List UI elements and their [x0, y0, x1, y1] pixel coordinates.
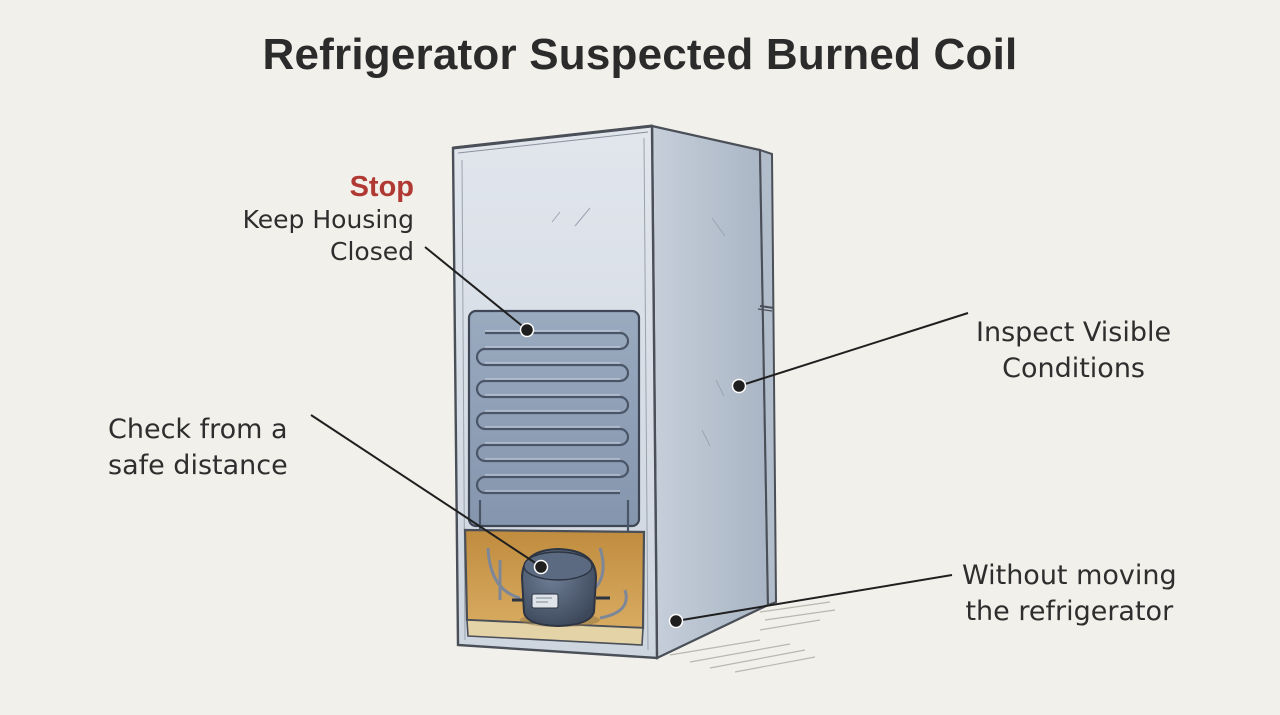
without-line-1: Without moving — [962, 560, 1177, 591]
callout-stop: Stop Keep Housing Closed — [243, 170, 414, 268]
leader-dots — [519, 322, 747, 629]
callout-inspect-conditions: Inspect Visible Conditions — [976, 315, 1171, 387]
leader-lines — [310, 246, 969, 622]
leader-dot-stop — [519, 322, 535, 338]
inspect-line-2: Conditions — [1002, 353, 1146, 384]
leader-line-check — [310, 414, 541, 567]
condenser-coil — [475, 331, 630, 495]
stop-line-2: Closed — [330, 237, 414, 266]
fridge-side-panel — [650, 124, 770, 660]
inspect-line-1: Inspect Visible — [976, 317, 1172, 348]
callout-without-moving: Without moving the refrigerator — [962, 558, 1177, 630]
page-title: Refrigerator Suspected Burned Coil — [262, 30, 1018, 79]
check-line-1: Check from a — [108, 414, 288, 445]
callout-check-distance: Check from a safe distance — [108, 412, 288, 484]
leader-line-stop — [424, 246, 527, 330]
stop-heading: Stop — [349, 171, 414, 203]
leader-dot-check — [533, 559, 549, 575]
without-line-2: the refrigerator — [965, 596, 1174, 627]
leader-dot-inspect — [731, 378, 747, 394]
leader-line-inspect — [738, 312, 969, 387]
check-line-2: safe distance — [108, 450, 288, 481]
leader-dot-without — [668, 613, 684, 629]
floor-shadow — [669, 601, 836, 673]
condenser-coil-highlight — [485, 330, 620, 492]
leader-line-without — [675, 574, 953, 622]
stop-line-1: Keep Housing — [242, 205, 414, 234]
